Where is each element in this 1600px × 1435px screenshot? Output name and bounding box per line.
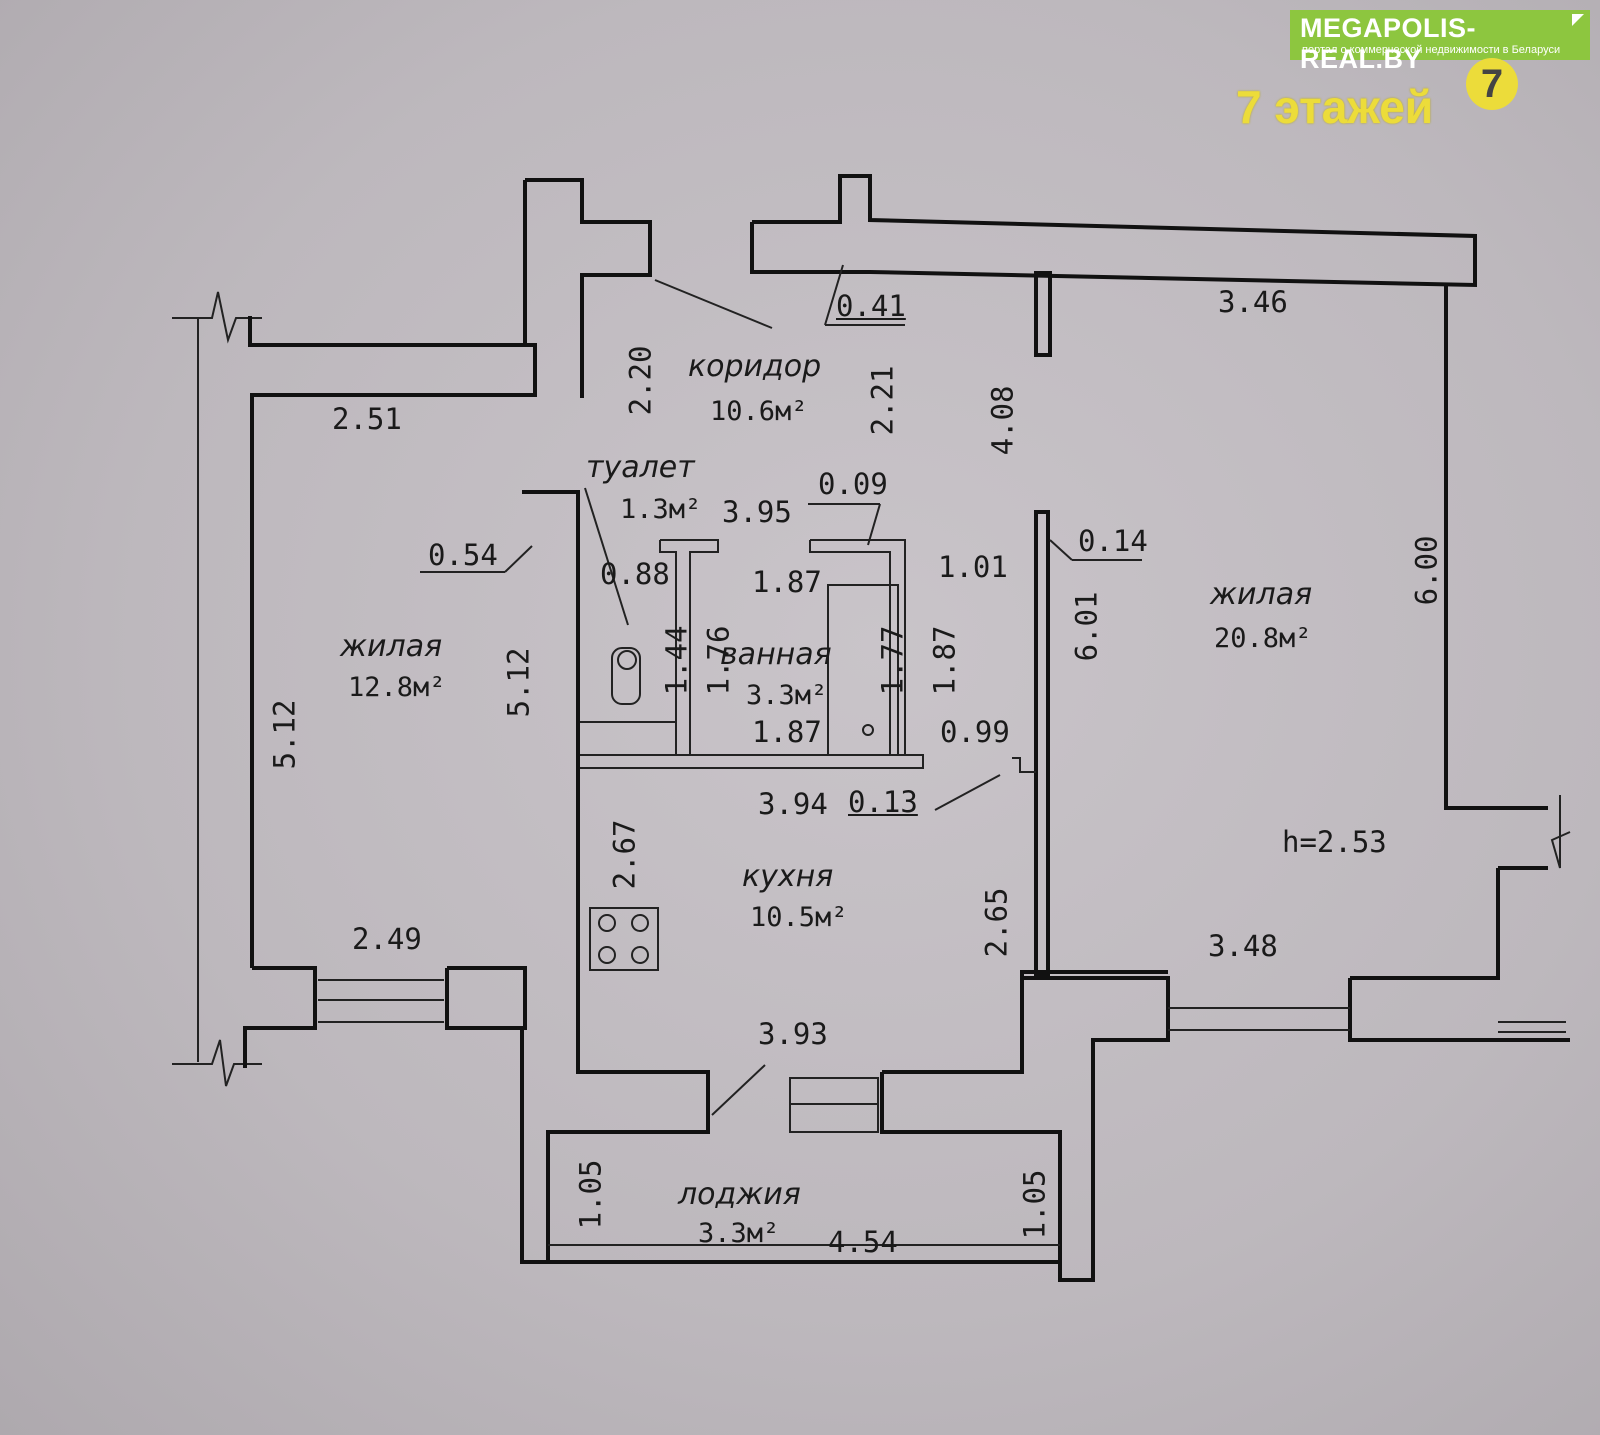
dim-454: 4.54 bbox=[828, 1225, 898, 1259]
logo-site-name: MEGAPOLIS-REAL.BY bbox=[1300, 13, 1477, 74]
wall-kitchen-bottom-left bbox=[578, 1070, 710, 1132]
wall-right-partition bbox=[1034, 510, 1050, 976]
wall-loggia bbox=[546, 1132, 1062, 1280]
dim-251: 2.51 bbox=[332, 402, 402, 436]
room-name-toilet: туалет bbox=[586, 450, 695, 485]
leader-toilet bbox=[584, 487, 629, 626]
toilet-seat bbox=[617, 650, 637, 670]
toilet-bowl bbox=[611, 647, 641, 705]
floors-watermark: 7 этажей bbox=[1236, 81, 1434, 133]
dim-267: 2.67 bbox=[607, 819, 642, 890]
dim-249: 2.49 bbox=[352, 922, 422, 956]
dim-265: 2.65 bbox=[979, 887, 1014, 958]
dim-054: 0.54 bbox=[428, 538, 498, 572]
stove-burner-1 bbox=[598, 914, 616, 932]
wall-kitchen-bottom-right bbox=[880, 976, 1170, 1282]
dim-144: 1.44 bbox=[659, 625, 694, 696]
stove bbox=[589, 907, 659, 971]
dim-176: 1.76 bbox=[701, 625, 736, 696]
wall-left-bottom-right bbox=[445, 966, 527, 1030]
dim-187-bottom: 1.87 bbox=[752, 715, 822, 749]
bathtub bbox=[827, 584, 899, 756]
dim-014: 0.14 bbox=[1078, 524, 1148, 558]
room-name-loggia: лоджия bbox=[678, 1177, 801, 1212]
dim-041: 0.41 bbox=[836, 289, 906, 323]
dim-395: 3.95 bbox=[722, 495, 792, 529]
wall-right-window-end bbox=[1348, 978, 1570, 1042]
room-name-bath: ванная bbox=[720, 637, 832, 672]
leader-393 bbox=[711, 1064, 766, 1116]
left-break-top bbox=[172, 291, 262, 344]
room-area-loggia: 3.3м² bbox=[698, 1218, 780, 1249]
dim-105-left: 1.05 bbox=[573, 1159, 608, 1230]
wall-left-room-top-inner bbox=[525, 178, 652, 398]
dim-601: 6.01 bbox=[1069, 591, 1104, 662]
wall-right-bottom bbox=[1020, 970, 1168, 978]
leader-041 bbox=[824, 264, 844, 326]
dim-348: 3.48 bbox=[1208, 929, 1278, 963]
room-area-toilet: 1.3м² bbox=[620, 494, 702, 525]
stove-burner-2 bbox=[631, 914, 649, 932]
stove-burner-4 bbox=[631, 946, 649, 964]
dim-512-right: 5.12 bbox=[501, 647, 536, 718]
leader-014 bbox=[1049, 539, 1073, 561]
dim-346: 3.46 bbox=[1218, 285, 1288, 319]
leader-013 bbox=[934, 774, 1001, 811]
room-area-living-small: 12.8м² bbox=[348, 672, 446, 703]
wall-partition-top bbox=[1034, 271, 1052, 357]
dim-088: 0.88 bbox=[600, 557, 670, 591]
wall-right-outer bbox=[1444, 283, 1548, 810]
dim-600: 6.00 bbox=[1409, 535, 1444, 606]
door-kitchen-right bbox=[1012, 757, 1036, 773]
dim-009: 0.09 bbox=[818, 467, 888, 501]
dim-013: 0.13 bbox=[848, 785, 918, 819]
megapolis-logo[interactable]: MEGAPOLIS-REAL.BY портал о коммерческой … bbox=[1290, 10, 1590, 74]
right-break bbox=[1550, 795, 1571, 869]
flag-icon bbox=[1572, 14, 1584, 26]
dim-187-side: 1.87 bbox=[927, 625, 962, 696]
dim-105-right: 1.05 bbox=[1017, 1169, 1052, 1240]
room-name-kitchen: кухня bbox=[742, 859, 834, 894]
room-name-corridor: коридор bbox=[688, 349, 822, 384]
logo-tagline: портал о коммерческой недвижимости в Бел… bbox=[1302, 44, 1561, 56]
dim-408: 4.08 bbox=[985, 385, 1020, 456]
leader-054-tip bbox=[504, 545, 533, 573]
room-area-kitchen: 10.5м² bbox=[750, 902, 848, 933]
room-area-bath: 3.3м² bbox=[746, 680, 828, 711]
wall-right-bottom-right bbox=[1350, 868, 1500, 980]
dim-101: 1.01 bbox=[938, 550, 1008, 584]
stove-burner-3 bbox=[598, 946, 616, 964]
room-area-living-large: 20.8м² bbox=[1214, 623, 1312, 654]
wall-left-room-outer bbox=[248, 316, 537, 968]
room-name-living-large: жилая bbox=[1210, 577, 1313, 612]
wall-top-large bbox=[750, 174, 1477, 288]
dim-221: 2.21 bbox=[865, 365, 900, 436]
room-name-living-small: жилая bbox=[340, 629, 443, 664]
ceiling-height: h=2.53 bbox=[1282, 825, 1387, 859]
leader-009-tip bbox=[867, 503, 881, 546]
leader-corridor bbox=[654, 279, 773, 329]
dim-512-left: 5.12 bbox=[267, 699, 302, 770]
seven-floors-badge-icon: 7 bbox=[1466, 58, 1518, 110]
wall-wc-bath-bottom bbox=[580, 754, 924, 769]
bath-drain bbox=[862, 724, 874, 736]
room-area-corridor: 10.6м² bbox=[710, 396, 808, 427]
dim-187-top: 1.87 bbox=[752, 565, 822, 599]
dim-220: 2.20 bbox=[623, 345, 658, 416]
wall-left-bottom bbox=[243, 966, 317, 1068]
dim-394: 3.94 bbox=[758, 787, 828, 821]
dim-393: 3.93 bbox=[758, 1017, 828, 1051]
left-break-bottom bbox=[172, 1039, 262, 1087]
dim-177: 1.77 bbox=[875, 625, 910, 696]
wall-wc-top bbox=[659, 539, 719, 756]
dim-099: 0.99 bbox=[940, 715, 1010, 749]
